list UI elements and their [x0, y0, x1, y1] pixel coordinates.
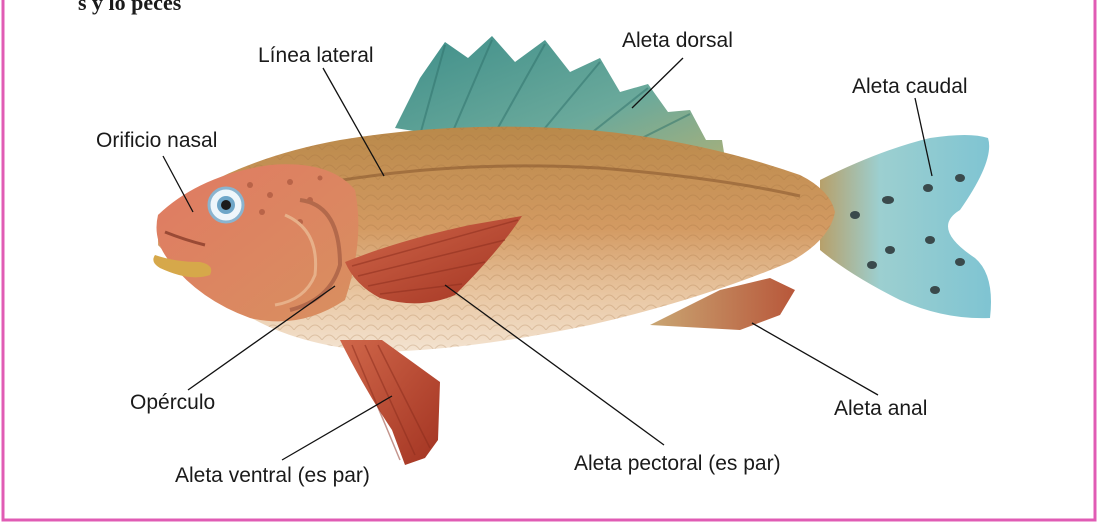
label-orificio-nasal: Orificio nasal [96, 130, 217, 151]
label-aleta-dorsal: Aleta dorsal [622, 30, 733, 51]
leader-aleta-anal [752, 323, 878, 395]
fish-head [157, 164, 359, 321]
label-linea-lateral: Línea lateral [258, 45, 374, 66]
label-aleta-pectoral: Aleta pectoral (es par) [574, 453, 781, 474]
label-operculo: Opérculo [130, 392, 215, 413]
leader-aleta-ventral [282, 396, 392, 460]
label-aleta-anal: Aleta anal [834, 398, 927, 419]
ventral-fin [340, 340, 440, 465]
label-aleta-caudal: Aleta caudal [852, 76, 968, 97]
tail-fin [820, 135, 991, 318]
label-aleta-ventral: Aleta ventral (es par) [175, 465, 370, 486]
cut-off-top-text: s y lo peces [78, 0, 181, 14]
